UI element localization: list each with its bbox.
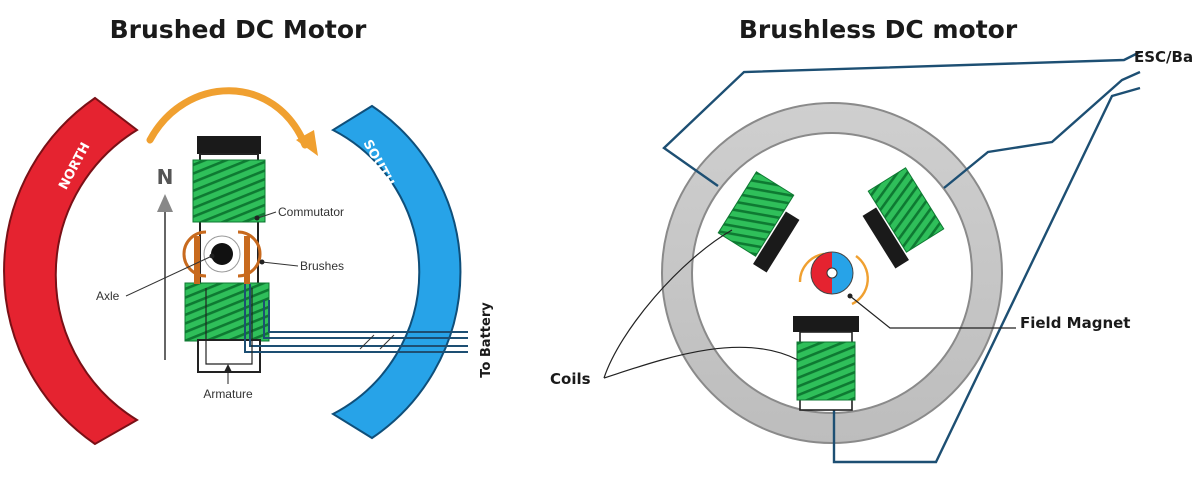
armature-top-coil bbox=[192, 159, 266, 223]
brushed-motor-diagram: Brushed DC Motor NORTH SOUTH N bbox=[3, 15, 494, 446]
battery-wires bbox=[244, 284, 468, 353]
coil-bottom bbox=[793, 316, 859, 411]
brush-right bbox=[244, 236, 250, 284]
field-magnet-rotor bbox=[798, 251, 869, 306]
rotation-arrow bbox=[146, 87, 318, 156]
coil-upper-right bbox=[862, 167, 945, 269]
north-pole-magnet: NORTH bbox=[3, 96, 139, 446]
south-pole-magnet: SOUTH bbox=[330, 104, 462, 440]
armature-label: Armature bbox=[203, 387, 253, 401]
commutator-label: Commutator bbox=[278, 205, 344, 219]
n-direction-marker: N bbox=[157, 165, 174, 360]
n-marker-label: N bbox=[157, 165, 174, 189]
esc-label: ESC/Ba bbox=[1134, 48, 1193, 66]
coil-upper-left bbox=[717, 171, 800, 273]
coils-label: Coils bbox=[550, 370, 591, 388]
brushless-motor-diagram: Brushless DC motor ESC/Ba bbox=[550, 15, 1193, 464]
axle-label: Axle bbox=[96, 289, 120, 303]
brush-left bbox=[194, 236, 200, 284]
esc-wires bbox=[662, 50, 1141, 464]
brushless-motor-title: Brushless DC motor bbox=[739, 15, 1018, 44]
field-magnet-label: Field Magnet bbox=[1020, 314, 1130, 332]
brushed-motor-title: Brushed DC Motor bbox=[110, 15, 367, 44]
brushes-label: Brushes bbox=[300, 259, 344, 273]
armature bbox=[182, 136, 270, 373]
armature-bottom-coil bbox=[184, 282, 270, 342]
axle bbox=[211, 243, 233, 265]
battery-label: To Battery bbox=[479, 302, 494, 378]
